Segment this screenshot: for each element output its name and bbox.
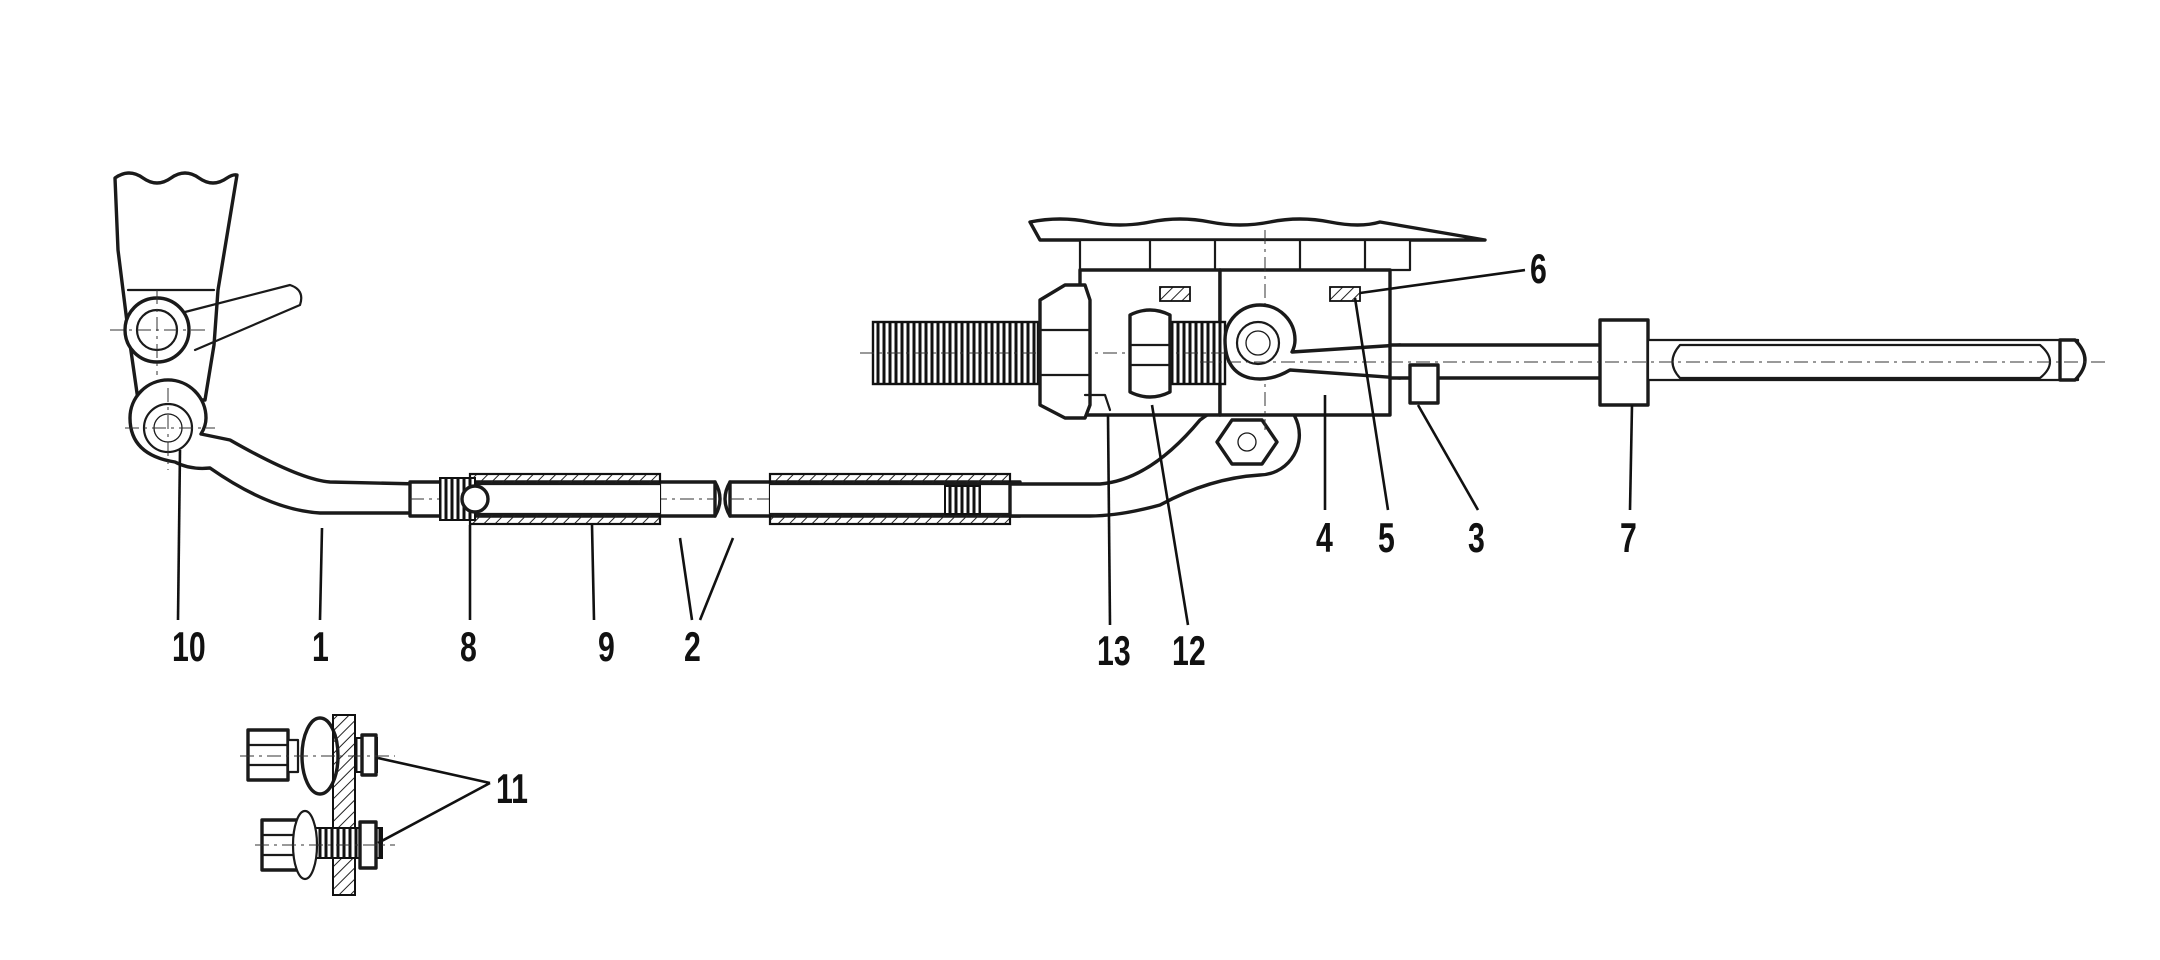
callout-3: 3 — [1468, 514, 1485, 561]
leader-lines — [176, 268, 1634, 845]
callout-10: 10 — [172, 623, 206, 670]
callout-6: 6 — [1530, 245, 1547, 292]
callout-9: 9 — [598, 623, 615, 670]
callout-12: 12 — [1172, 627, 1206, 674]
threaded-stud — [860, 283, 1240, 420]
connecting-rod — [408, 472, 1022, 526]
callout-4: 4 — [1316, 514, 1333, 561]
callout-11: 11 — [496, 765, 528, 812]
fastener-detail — [240, 714, 395, 896]
callout-1: 1 — [312, 623, 329, 670]
callout-13: 13 — [1097, 627, 1131, 674]
lever-arm — [125, 378, 422, 515]
callout-7: 7 — [1620, 514, 1637, 561]
telescopic-rod — [1200, 303, 2110, 407]
mounting-plate — [1028, 217, 1487, 272]
right-lever-end — [1008, 393, 1302, 518]
callout-2: 2 — [684, 623, 701, 670]
callout-8: 8 — [460, 623, 477, 670]
callout-5: 5 — [1378, 514, 1395, 561]
left-bracket — [110, 171, 303, 402]
